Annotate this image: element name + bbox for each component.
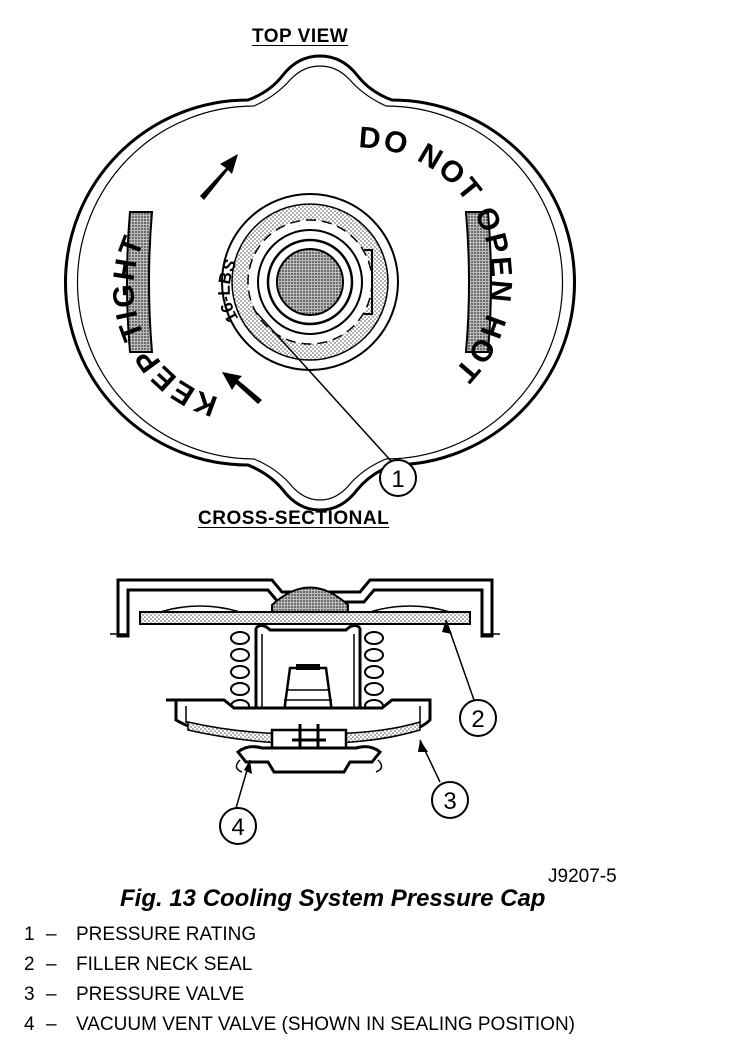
grip-pad-left bbox=[126, 211, 154, 353]
cap-top-view: KEEP TIGHT DO NOT OPEN HOT 16-LBS bbox=[64, 54, 576, 512]
loosen-arrow-icon bbox=[222, 372, 262, 404]
figure-caption: Fig. 13 Cooling System Pressure Cap bbox=[120, 885, 546, 912]
outer-shell bbox=[116, 578, 494, 638]
grip-pad-right bbox=[464, 211, 492, 353]
legend-item: 2–FILLER NECK SEAL bbox=[24, 950, 724, 980]
svg-text:4: 4 bbox=[231, 814, 244, 841]
center-boss bbox=[276, 248, 344, 316]
legend-label: FILLER NECK SEAL bbox=[76, 954, 253, 975]
legend-number: 1 bbox=[24, 924, 35, 945]
vacuum-vent-valve bbox=[235, 745, 383, 774]
legend-dash: – bbox=[46, 984, 57, 1005]
legend-dash: – bbox=[46, 924, 57, 945]
legend-label: VACUUM VENT VALVE (SHOWN IN SEALING POSI… bbox=[76, 1014, 576, 1035]
spring-left bbox=[230, 631, 250, 713]
legend-number: 3 bbox=[24, 984, 35, 1005]
callout-4: 4 bbox=[219, 807, 257, 845]
cross-sectional-title: CROSS-SECTIONAL bbox=[198, 508, 390, 529]
legend-label: PRESSURE RATING bbox=[76, 924, 257, 945]
svg-text:1: 1 bbox=[391, 466, 404, 493]
tighten-arrow-icon bbox=[200, 154, 238, 200]
top-view-title: TOP VIEW bbox=[252, 26, 349, 47]
legend-number: 2 bbox=[24, 954, 35, 975]
legend-item: 1–PRESSURE RATING bbox=[24, 920, 724, 950]
legend-item: 4–VACUUM VENT VALVE (SHOWN IN SEALING PO… bbox=[24, 1010, 724, 1040]
legend-item: 3–PRESSURE VALVE bbox=[24, 980, 724, 1010]
svg-text:3: 3 bbox=[443, 788, 456, 815]
legend-number: 4 bbox=[24, 1014, 35, 1035]
legend-dash: – bbox=[46, 954, 57, 975]
figure-number: J9207-5 bbox=[548, 866, 617, 887]
svg-text:2: 2 bbox=[471, 706, 484, 733]
legend-dash: – bbox=[46, 1014, 57, 1035]
callout-2: 2 bbox=[459, 699, 497, 737]
legend-label: PRESSURE VALVE bbox=[76, 984, 245, 1005]
spring-right bbox=[364, 631, 384, 713]
filler-neck-seal bbox=[139, 611, 471, 625]
cap-cross-section bbox=[110, 578, 500, 809]
callout-1: 1 bbox=[379, 459, 417, 497]
callout-3: 3 bbox=[431, 781, 469, 819]
legend-list: 1–PRESSURE RATING 2–FILLER NECK SEAL 3–P… bbox=[24, 920, 724, 1040]
